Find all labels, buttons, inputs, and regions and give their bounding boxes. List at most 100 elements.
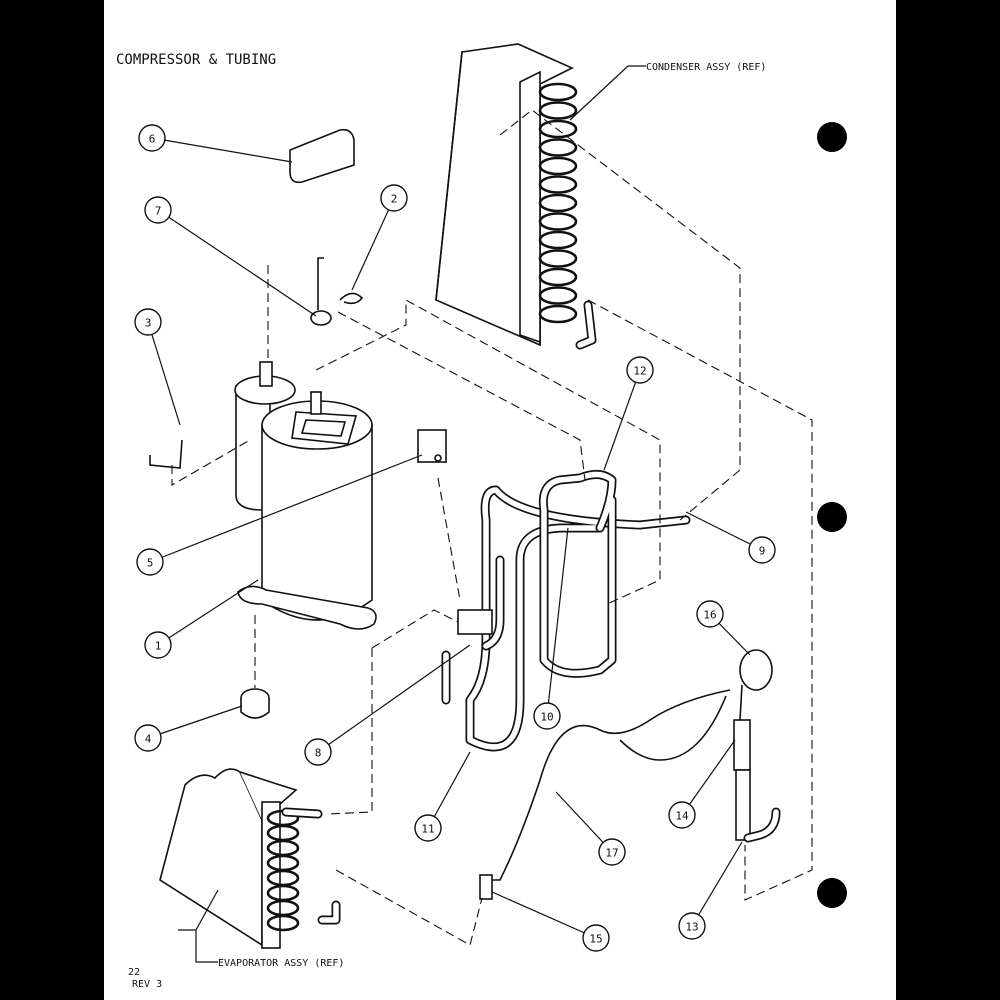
binder-hole-middle (817, 502, 847, 532)
bracket-part (149, 439, 183, 469)
grommet-part (240, 688, 270, 719)
condenser-coil-loop (538, 138, 578, 157)
callout-leader-6 (151, 137, 293, 163)
connection-lines (171, 109, 813, 946)
callout-bubble (626, 356, 654, 384)
callout-leader-7 (157, 209, 317, 317)
evaporator-label: EVAPORATOR ASSY (REF) (218, 958, 344, 969)
condenser-leader (569, 65, 646, 121)
condenser-coil-loop (538, 119, 578, 139)
callout-bubble (748, 536, 776, 564)
condenser-coil-loop (538, 249, 578, 268)
evaporator-coils (266, 809, 300, 932)
callout-number: 3 (145, 317, 152, 330)
callout-number: 1 (155, 640, 162, 653)
callout-number: 9 (759, 545, 766, 558)
callout-number: 14 (675, 810, 689, 823)
condenser-coil-loop (538, 230, 578, 250)
callout-leader-8 (317, 644, 471, 753)
page-title: COMPRESSOR & TUBING (116, 52, 276, 68)
overload-part (310, 257, 332, 326)
callout-bubble (134, 724, 162, 752)
callout-leader-5 (149, 454, 423, 563)
callout-leader-9 (685, 511, 763, 551)
callout-number: 2 (391, 193, 398, 206)
callout-number: 4 (145, 733, 152, 746)
callout-bubble (138, 124, 166, 152)
callout-leader-1 (157, 579, 259, 646)
callout-bubble (414, 814, 442, 842)
callout-bubble (304, 738, 332, 766)
callout-number: 10 (540, 711, 553, 724)
solenoid-part (417, 429, 447, 463)
evaporator-assembly (159, 768, 341, 949)
callout-11: 11 (414, 814, 442, 842)
callout-12: 12 (626, 356, 654, 384)
callout-8: 8 (304, 738, 332, 766)
callout-leader-3 (147, 321, 181, 426)
callout-leader-2 (351, 197, 395, 291)
callout-leader-13 (691, 841, 743, 927)
condenser-coil-loop (538, 267, 578, 287)
revision-label: REV 3 (132, 979, 162, 990)
callout-bubble (668, 801, 696, 829)
callout-bubble (533, 702, 561, 730)
terminal-cover-part (289, 128, 355, 184)
binder-hole-top (817, 122, 847, 152)
callout-7: 7 (144, 196, 172, 224)
condenser-coil-loop (538, 212, 578, 231)
compressor (234, 361, 377, 630)
clip-part (339, 292, 364, 305)
callout-number: 12 (633, 365, 646, 378)
callout-16: 16 (696, 600, 724, 628)
condenser-assembly (435, 43, 597, 350)
callout-bubble (136, 548, 164, 576)
callout-bubble (144, 196, 172, 224)
callout-3: 3 (134, 308, 162, 336)
callout-bubble (134, 308, 162, 336)
callout-bubble (582, 924, 610, 952)
callout-number: 6 (149, 133, 156, 146)
condenser-coil-loop (538, 175, 578, 194)
condenser-coil-loop (538, 101, 578, 120)
condenser-coil-loop (538, 304, 578, 324)
callout-leader-15 (491, 891, 597, 939)
callout-number: 5 (147, 557, 154, 570)
page-number: 22 (128, 967, 140, 978)
callout-number: 11 (421, 823, 434, 836)
callout-number: 15 (589, 933, 602, 946)
condenser-coil-loop (538, 193, 578, 213)
callout-bubble (598, 838, 626, 866)
condenser-coil-loop (538, 82, 578, 102)
condenser-coils (538, 82, 578, 324)
callout-10: 10 (533, 702, 561, 730)
callout-17: 17 (598, 838, 626, 866)
callout-leader-14 (681, 739, 736, 816)
callout-1: 1 (144, 631, 172, 659)
callout-leader-4 (147, 705, 243, 739)
callout-15: 15 (582, 924, 610, 952)
refrigerant-tubing (441, 470, 691, 752)
callout-number: 17 (605, 847, 618, 860)
callout-number: 8 (315, 747, 322, 760)
callout-bubble (678, 912, 706, 940)
condenser-coil-loop (538, 286, 578, 305)
binder-hole-bottom (817, 878, 847, 908)
callout-bubble (696, 600, 724, 628)
condenser-label: CONDENSER ASSY (REF) (646, 62, 766, 73)
condenser-coil-loop (538, 156, 578, 176)
callout-leader-10 (546, 527, 569, 717)
callout-6: 6 (138, 124, 166, 152)
capillary-assembly (479, 649, 781, 900)
callout-13: 13 (678, 912, 706, 940)
callout-14: 14 (668, 801, 696, 829)
callout-4: 4 (134, 724, 162, 752)
evaporator-leader (195, 889, 219, 963)
callout-bubble (380, 184, 408, 212)
evaporator-coil-loop (266, 914, 300, 932)
callout-9: 9 (748, 536, 776, 564)
callout-leader-11 (427, 751, 471, 829)
callout-2: 2 (380, 184, 408, 212)
